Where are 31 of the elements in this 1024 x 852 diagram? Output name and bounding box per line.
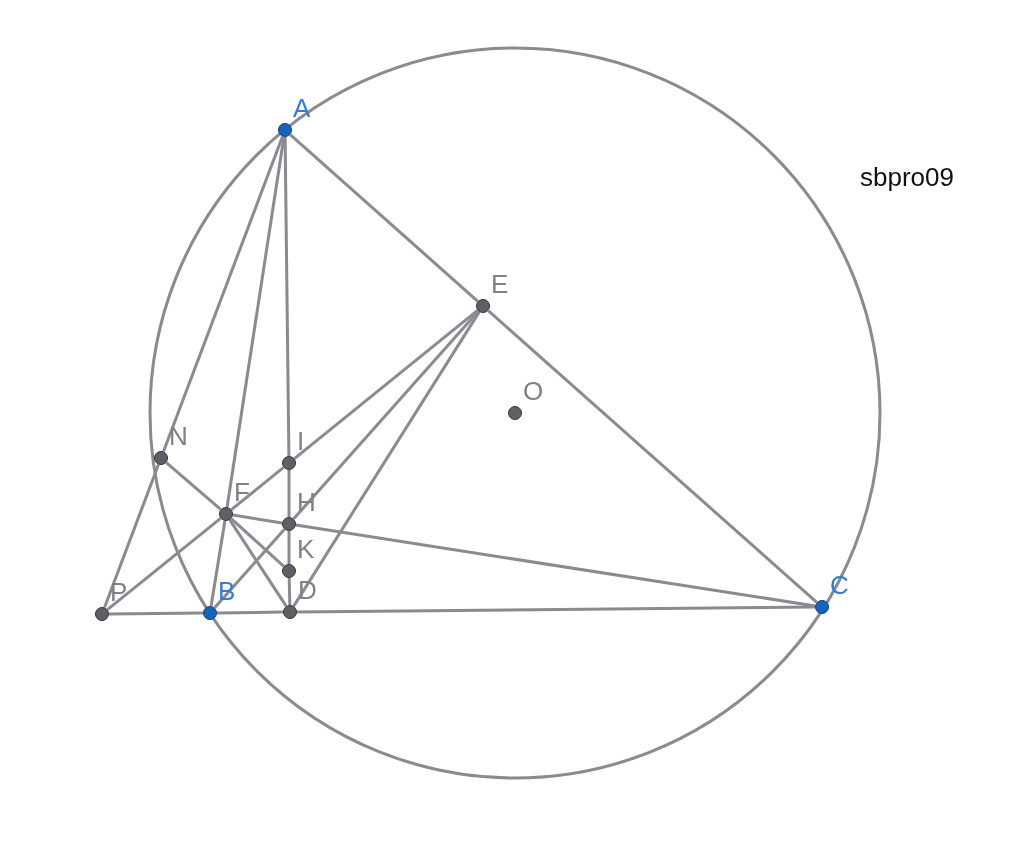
line-segment <box>213 528 286 609</box>
point-label: O <box>523 377 544 405</box>
line-segment <box>289 133 479 303</box>
line-segment <box>283 137 291 456</box>
line-segment <box>232 513 283 525</box>
point-label: E <box>491 270 509 298</box>
line-segment <box>103 463 160 609</box>
line-segment <box>225 136 286 508</box>
line-segment <box>230 517 285 568</box>
author-tag: sbpro09 <box>860 162 954 192</box>
line-segment <box>165 461 222 511</box>
line-segment <box>230 466 285 511</box>
line-segment <box>487 309 818 604</box>
line-segment <box>292 310 480 520</box>
point-label: I <box>297 427 305 455</box>
point-label: A <box>293 94 311 122</box>
line-segment <box>287 470 291 517</box>
line-segment <box>217 610 283 615</box>
line-segment <box>295 523 816 608</box>
line-segment <box>162 135 284 453</box>
line-segment <box>228 519 288 607</box>
point-label: N <box>169 422 188 450</box>
line-segment <box>293 309 479 460</box>
line-segment <box>109 611 203 616</box>
line-segment <box>106 517 222 611</box>
line-segment <box>287 577 292 606</box>
point-label: K <box>297 535 315 563</box>
point-label: F <box>234 478 250 506</box>
line-segment <box>297 605 815 614</box>
line-segment <box>287 531 291 564</box>
line-segment <box>292 311 481 607</box>
